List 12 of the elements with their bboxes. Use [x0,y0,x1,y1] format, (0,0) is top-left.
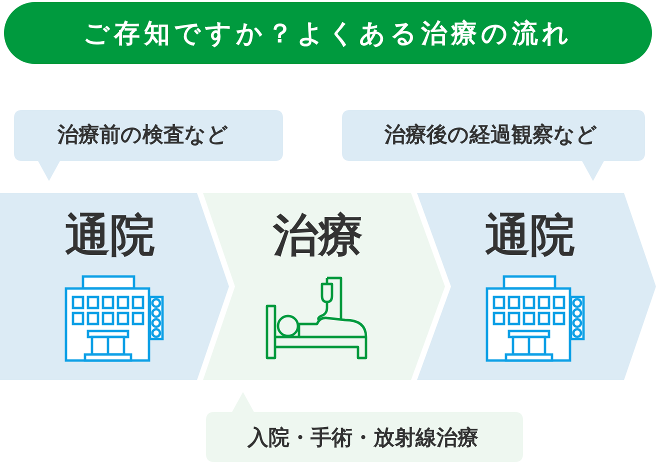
chevron-step [417,193,656,380]
step-label: 通院 [65,210,155,260]
chevron-step [0,193,229,380]
callout-text: 入院・手術・放射線治療 [248,426,478,450]
step-label: 治療 [273,210,363,260]
speech-bubble [342,110,645,181]
chevron-step [203,193,445,380]
title-banner: ご存知ですか？よくある治療の流れ [4,2,652,64]
step-label: 通院 [485,210,575,260]
speech-bubble [14,110,283,181]
callout-text: 治療後の経過観察など [384,123,598,147]
callout-text: 治療前の検査など [58,123,228,147]
